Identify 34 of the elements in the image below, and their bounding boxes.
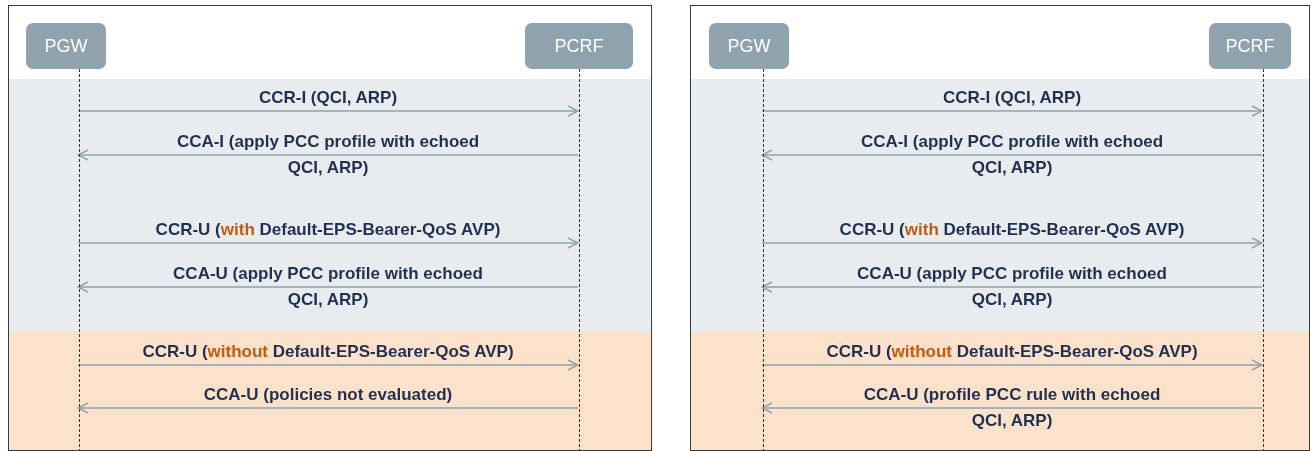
message-arrow <box>77 149 579 161</box>
entity-name: PCRF <box>554 35 604 57</box>
message-arrow <box>761 237 1263 249</box>
edge-label: CCA-I (apply PCC profile with echoed QCI, ARP) <box>859 131 1165 179</box>
edge-label: CCR-I (QCI, ARP) <box>258 87 398 109</box>
entity-name: PCRF <box>1225 35 1275 57</box>
edge-label: CCA-U (profile PCC rule with echoed QCI, ARP) <box>862 384 1162 432</box>
panel-frame <box>690 5 1310 451</box>
participant-lifeline <box>525 23 633 450</box>
edge-label: CCA-I (apply PCC profile with echoed QCI, ARP) <box>175 131 481 179</box>
message-arrow <box>77 402 579 414</box>
entity-name: PGW <box>44 35 88 57</box>
participant-lifeline <box>26 23 106 450</box>
edge-label: CCR-U (without Default-EPS-Bearer-QoS AVP) <box>142 341 514 363</box>
edge-label: CCR-U (with Default-EPS-Bearer-QoS AVP) <box>155 219 501 241</box>
message-arrow <box>761 359 1263 371</box>
message-arrow <box>77 237 579 249</box>
edge-label: CCR-U (without Default-EPS-Bearer-QoS AVP) <box>826 341 1198 363</box>
edge-label: CCA-U (apply PCC profile with echoed QCI, ARP) <box>173 263 483 311</box>
panel-frame <box>8 5 652 451</box>
message-arrow <box>761 105 1263 117</box>
message-arrow <box>77 105 579 117</box>
participant-lifeline <box>709 23 789 450</box>
entity-name: PGW <box>727 35 771 57</box>
message-arrow <box>761 281 1263 293</box>
message-arrow <box>761 149 1263 161</box>
message-arrow <box>761 402 1263 414</box>
message-arrow <box>77 359 579 371</box>
edge-label: CCA-U (apply PCC profile with echoed QCI, ARP) <box>857 263 1167 311</box>
participant-lifeline <box>1209 23 1291 450</box>
edge-label: CCA-U (policies not evaluated) <box>203 384 453 406</box>
message-arrow <box>77 281 579 293</box>
edge-label: CCR-I (QCI, ARP) <box>942 87 1082 109</box>
edge-label: CCR-U (with Default-EPS-Bearer-QoS AVP) <box>839 219 1185 241</box>
